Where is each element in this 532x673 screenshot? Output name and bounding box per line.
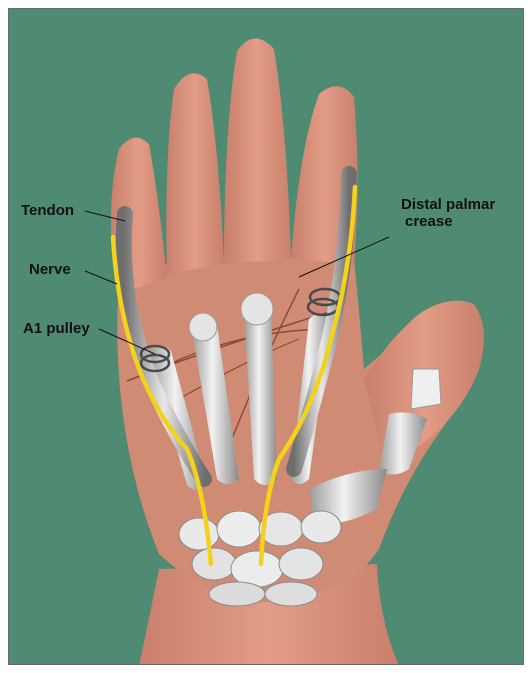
a1-pulley-label: A1 pulley bbox=[23, 320, 90, 337]
metacarpal-head-ring bbox=[189, 313, 217, 341]
thumb-bone-distal bbox=[411, 369, 441, 409]
distal-palmar-crease-label-line1: Distal palmar bbox=[401, 196, 495, 213]
finger-ring bbox=[166, 73, 224, 274]
hand-illustration bbox=[9, 9, 524, 665]
distal-palmar-crease-label: Distal palmar crease bbox=[401, 196, 495, 230]
hand-anatomy-figure: Tendon Nerve A1 pulley Distal palmar cre… bbox=[8, 8, 524, 665]
tendon-label: Tendon bbox=[21, 202, 74, 219]
nerve-label: Nerve bbox=[29, 261, 71, 278]
metacarpal-head-middle bbox=[241, 293, 273, 325]
nerve-leader bbox=[85, 271, 117, 284]
distal-palmar-crease-label-line2: crease bbox=[401, 213, 495, 230]
finger-middle bbox=[224, 38, 291, 264]
